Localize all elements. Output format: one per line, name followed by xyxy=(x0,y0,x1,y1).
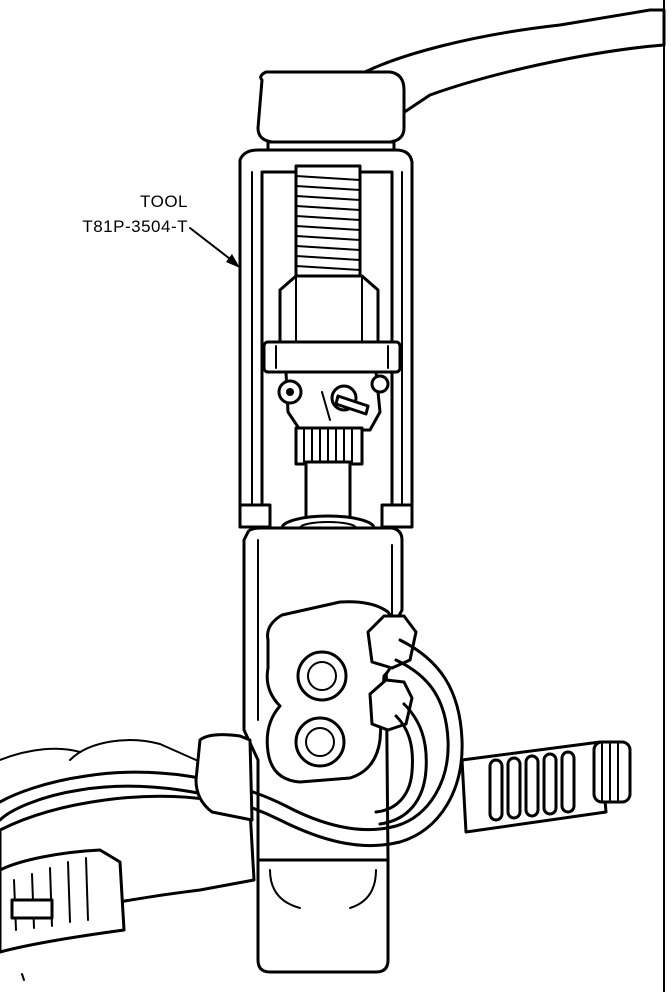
fitting-upper xyxy=(366,614,418,670)
bolt-right xyxy=(370,374,390,394)
puller-frame xyxy=(238,148,414,517)
tie-rod-threads xyxy=(601,743,619,801)
right-boot-ribs xyxy=(488,750,576,822)
clamp-band xyxy=(262,340,402,374)
port-lower xyxy=(294,716,346,768)
callout-arrowhead xyxy=(226,254,240,268)
threaded-screw xyxy=(294,164,362,280)
line-inner xyxy=(378,702,428,826)
hex-body xyxy=(278,274,380,346)
callout-leader xyxy=(189,227,235,263)
top-cap xyxy=(256,70,406,144)
boot-left xyxy=(0,848,126,954)
screw-threads xyxy=(295,175,361,271)
line-outer xyxy=(0,638,464,848)
steering-arm xyxy=(363,8,666,117)
tie-rod-end xyxy=(592,740,632,804)
frame-bottom-right xyxy=(380,503,414,529)
housing-flange xyxy=(194,733,254,822)
callout-label-part-number: T81P-3504-T xyxy=(82,217,188,236)
wing-screw-tab xyxy=(334,394,370,416)
housing-base xyxy=(256,858,390,974)
port-upper xyxy=(296,650,348,702)
mount-bracket xyxy=(10,898,54,920)
callout-label-tool: TOOL xyxy=(140,192,188,211)
frame-bottom-left xyxy=(238,503,272,529)
spline-teeth xyxy=(303,429,353,463)
